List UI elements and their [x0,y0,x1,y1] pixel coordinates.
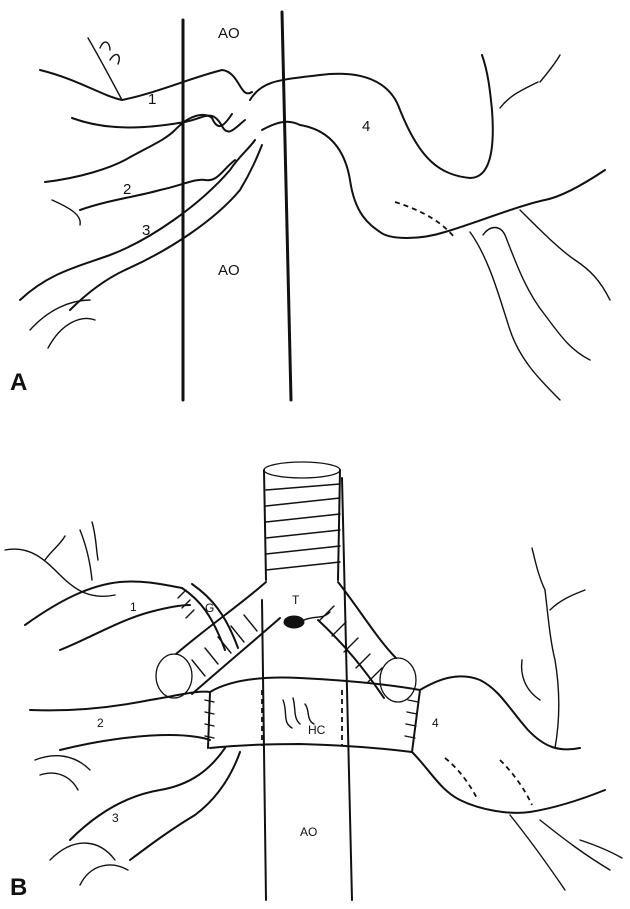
vessel-3-a [20,140,262,348]
hc-label: HC [308,723,326,737]
aorta-right-wall [282,12,291,400]
vessel-3-b [50,748,240,885]
panel-b: 1 2 3 4 G T HC AO B [5,462,622,901]
trifurcation-label-t: T [292,593,300,607]
vessel-label-3-a: 3 [142,222,150,239]
vessel-label-2-b: 2 [97,716,104,730]
vessel-1-b [5,522,190,650]
graft-g [178,584,238,650]
trifurcated-graft [156,462,416,702]
graft-label-g: G [205,601,214,615]
aorta-left-wall-b [262,600,266,900]
vessel-label-2-a: 2 [123,181,131,198]
vessel-4-b [412,548,622,890]
vessel-2-b [30,692,210,790]
vessel-label-1-b: 1 [130,600,137,614]
vessel-label-4-a: 4 [362,118,370,135]
vessel-2-a [45,114,235,225]
vessel-label-3-b: 3 [112,811,119,825]
aorta-label-a-bottom: AO [218,262,240,279]
aorta-right-wall-b [342,478,352,900]
panel-letter-a: A [10,369,27,396]
aorta-label-b: AO [300,825,317,839]
vessel-label-4-b: 4 [432,716,439,730]
vessel-4-a [250,55,610,400]
panel-letter-b: B [10,874,27,901]
vessel-1-a [40,38,252,132]
vessel-label-1-a: 1 [148,91,156,108]
panel-a: AO AO 1 2 3 4 A [10,12,610,400]
aorta-label-a-top: AO [218,25,240,42]
